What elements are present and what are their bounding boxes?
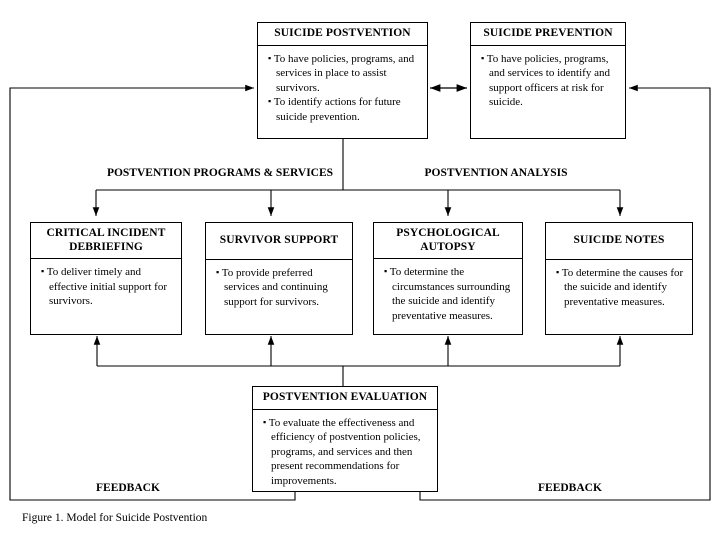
bullet-item: ▪ To deliver timely and effective initia… bbox=[37, 265, 175, 309]
box-title: SUICIDE NOTES bbox=[546, 223, 692, 260]
box-title: CRITICAL INCIDENT DEBRIEFING bbox=[31, 223, 181, 260]
bullet-text: To have policies, programs, and services… bbox=[273, 52, 415, 94]
box-title: SURVIVOR SUPPORT bbox=[206, 223, 352, 260]
bullet-text: To have policies, programs, and services… bbox=[486, 52, 610, 109]
section-label-postvention-analysis: POSTVENTION ANALYSIS bbox=[424, 167, 568, 179]
box-survivor-support[interactable]: SURVIVOR SUPPORT ▪ To provide preferred … bbox=[205, 222, 353, 335]
box-postvention-evaluation[interactable]: POSTVENTION EVALUATION ▪ To evaluate the… bbox=[252, 386, 438, 492]
bullet-item: ▪ To identify actions for future suicide… bbox=[264, 95, 421, 124]
bullet-text: To evaluate the effectiveness and effici… bbox=[268, 416, 421, 488]
section-label-postvention-programs-services: POSTVENTION PROGRAMS & SERVICES bbox=[106, 167, 334, 179]
bullet-icon: ▪ bbox=[556, 266, 560, 277]
box-title: POSTVENTION EVALUATION bbox=[253, 387, 437, 410]
box-body: ▪ To determine the circumstances surroun… bbox=[374, 259, 522, 328]
bullet-item: ▪ To determine the circumstances surroun… bbox=[380, 265, 516, 324]
box-body: ▪ To determine the causes for the suicid… bbox=[546, 260, 692, 314]
bullet-text: To determine the circumstances surroundi… bbox=[389, 266, 511, 322]
box-title: PSYCHOLOGICAL AUTOPSY bbox=[374, 223, 522, 260]
box-suicide-prevention[interactable]: SUICIDE PREVENTION ▪ To have policies, p… bbox=[470, 22, 626, 139]
bullet-text: To determine the causes for the suicide … bbox=[561, 266, 684, 308]
box-title: SUICIDE PREVENTION bbox=[471, 23, 625, 46]
box-body: ▪ To deliver timely and effective initia… bbox=[31, 259, 181, 313]
bullet-text: To deliver timely and effective initial … bbox=[46, 266, 168, 308]
bullet-item: ▪ To provide preferred services and cont… bbox=[212, 266, 346, 310]
box-body: ▪ To provide preferred services and cont… bbox=[206, 260, 352, 314]
figure-caption: Figure 1. Model for Suicide Postvention bbox=[22, 512, 208, 524]
box-suicide-notes[interactable]: SUICIDE NOTES ▪ To determine the causes … bbox=[545, 222, 693, 335]
box-psychological-autopsy[interactable]: PSYCHOLOGICAL AUTOPSY ▪ To determine the… bbox=[373, 222, 523, 335]
box-title: SUICIDE POSTVENTION bbox=[258, 23, 427, 46]
feedback-label-left: FEEDBACK bbox=[96, 482, 160, 494]
bullet-item: ▪ To determine the causes for the suicid… bbox=[552, 266, 686, 310]
bullet-icon: ▪ bbox=[384, 266, 388, 277]
bullet-text: To identify actions for future suicide p… bbox=[273, 96, 401, 124]
bullet-item: ▪ To have policies, programs, and servic… bbox=[264, 52, 421, 96]
bullet-icon: ▪ bbox=[268, 96, 272, 107]
bullet-item: ▪ To evaluate the effectiveness and effi… bbox=[259, 416, 431, 489]
box-body: ▪ To have policies, programs, and servic… bbox=[258, 46, 427, 129]
box-critical-incident-debriefing[interactable]: CRITICAL INCIDENT DEBRIEFING ▪ To delive… bbox=[30, 222, 182, 335]
bullet-icon: ▪ bbox=[481, 52, 485, 63]
evaluation-feedback-bus bbox=[93, 336, 624, 388]
box-suicide-postvention[interactable]: SUICIDE POSTVENTION ▪ To have policies, … bbox=[257, 22, 428, 139]
bullet-icon: ▪ bbox=[216, 266, 220, 277]
bullet-item: ▪ To have policies, programs, and servic… bbox=[477, 52, 619, 111]
bullet-icon: ▪ bbox=[268, 52, 272, 63]
bullet-text: To provide preferred services and contin… bbox=[221, 266, 328, 308]
bullet-icon: ▪ bbox=[41, 266, 45, 277]
feedback-label-right: FEEDBACK bbox=[538, 482, 602, 494]
box-body: ▪ To evaluate the effectiveness and effi… bbox=[253, 410, 437, 493]
bullet-icon: ▪ bbox=[263, 416, 267, 427]
box-body: ▪ To have policies, programs, and servic… bbox=[471, 46, 625, 115]
